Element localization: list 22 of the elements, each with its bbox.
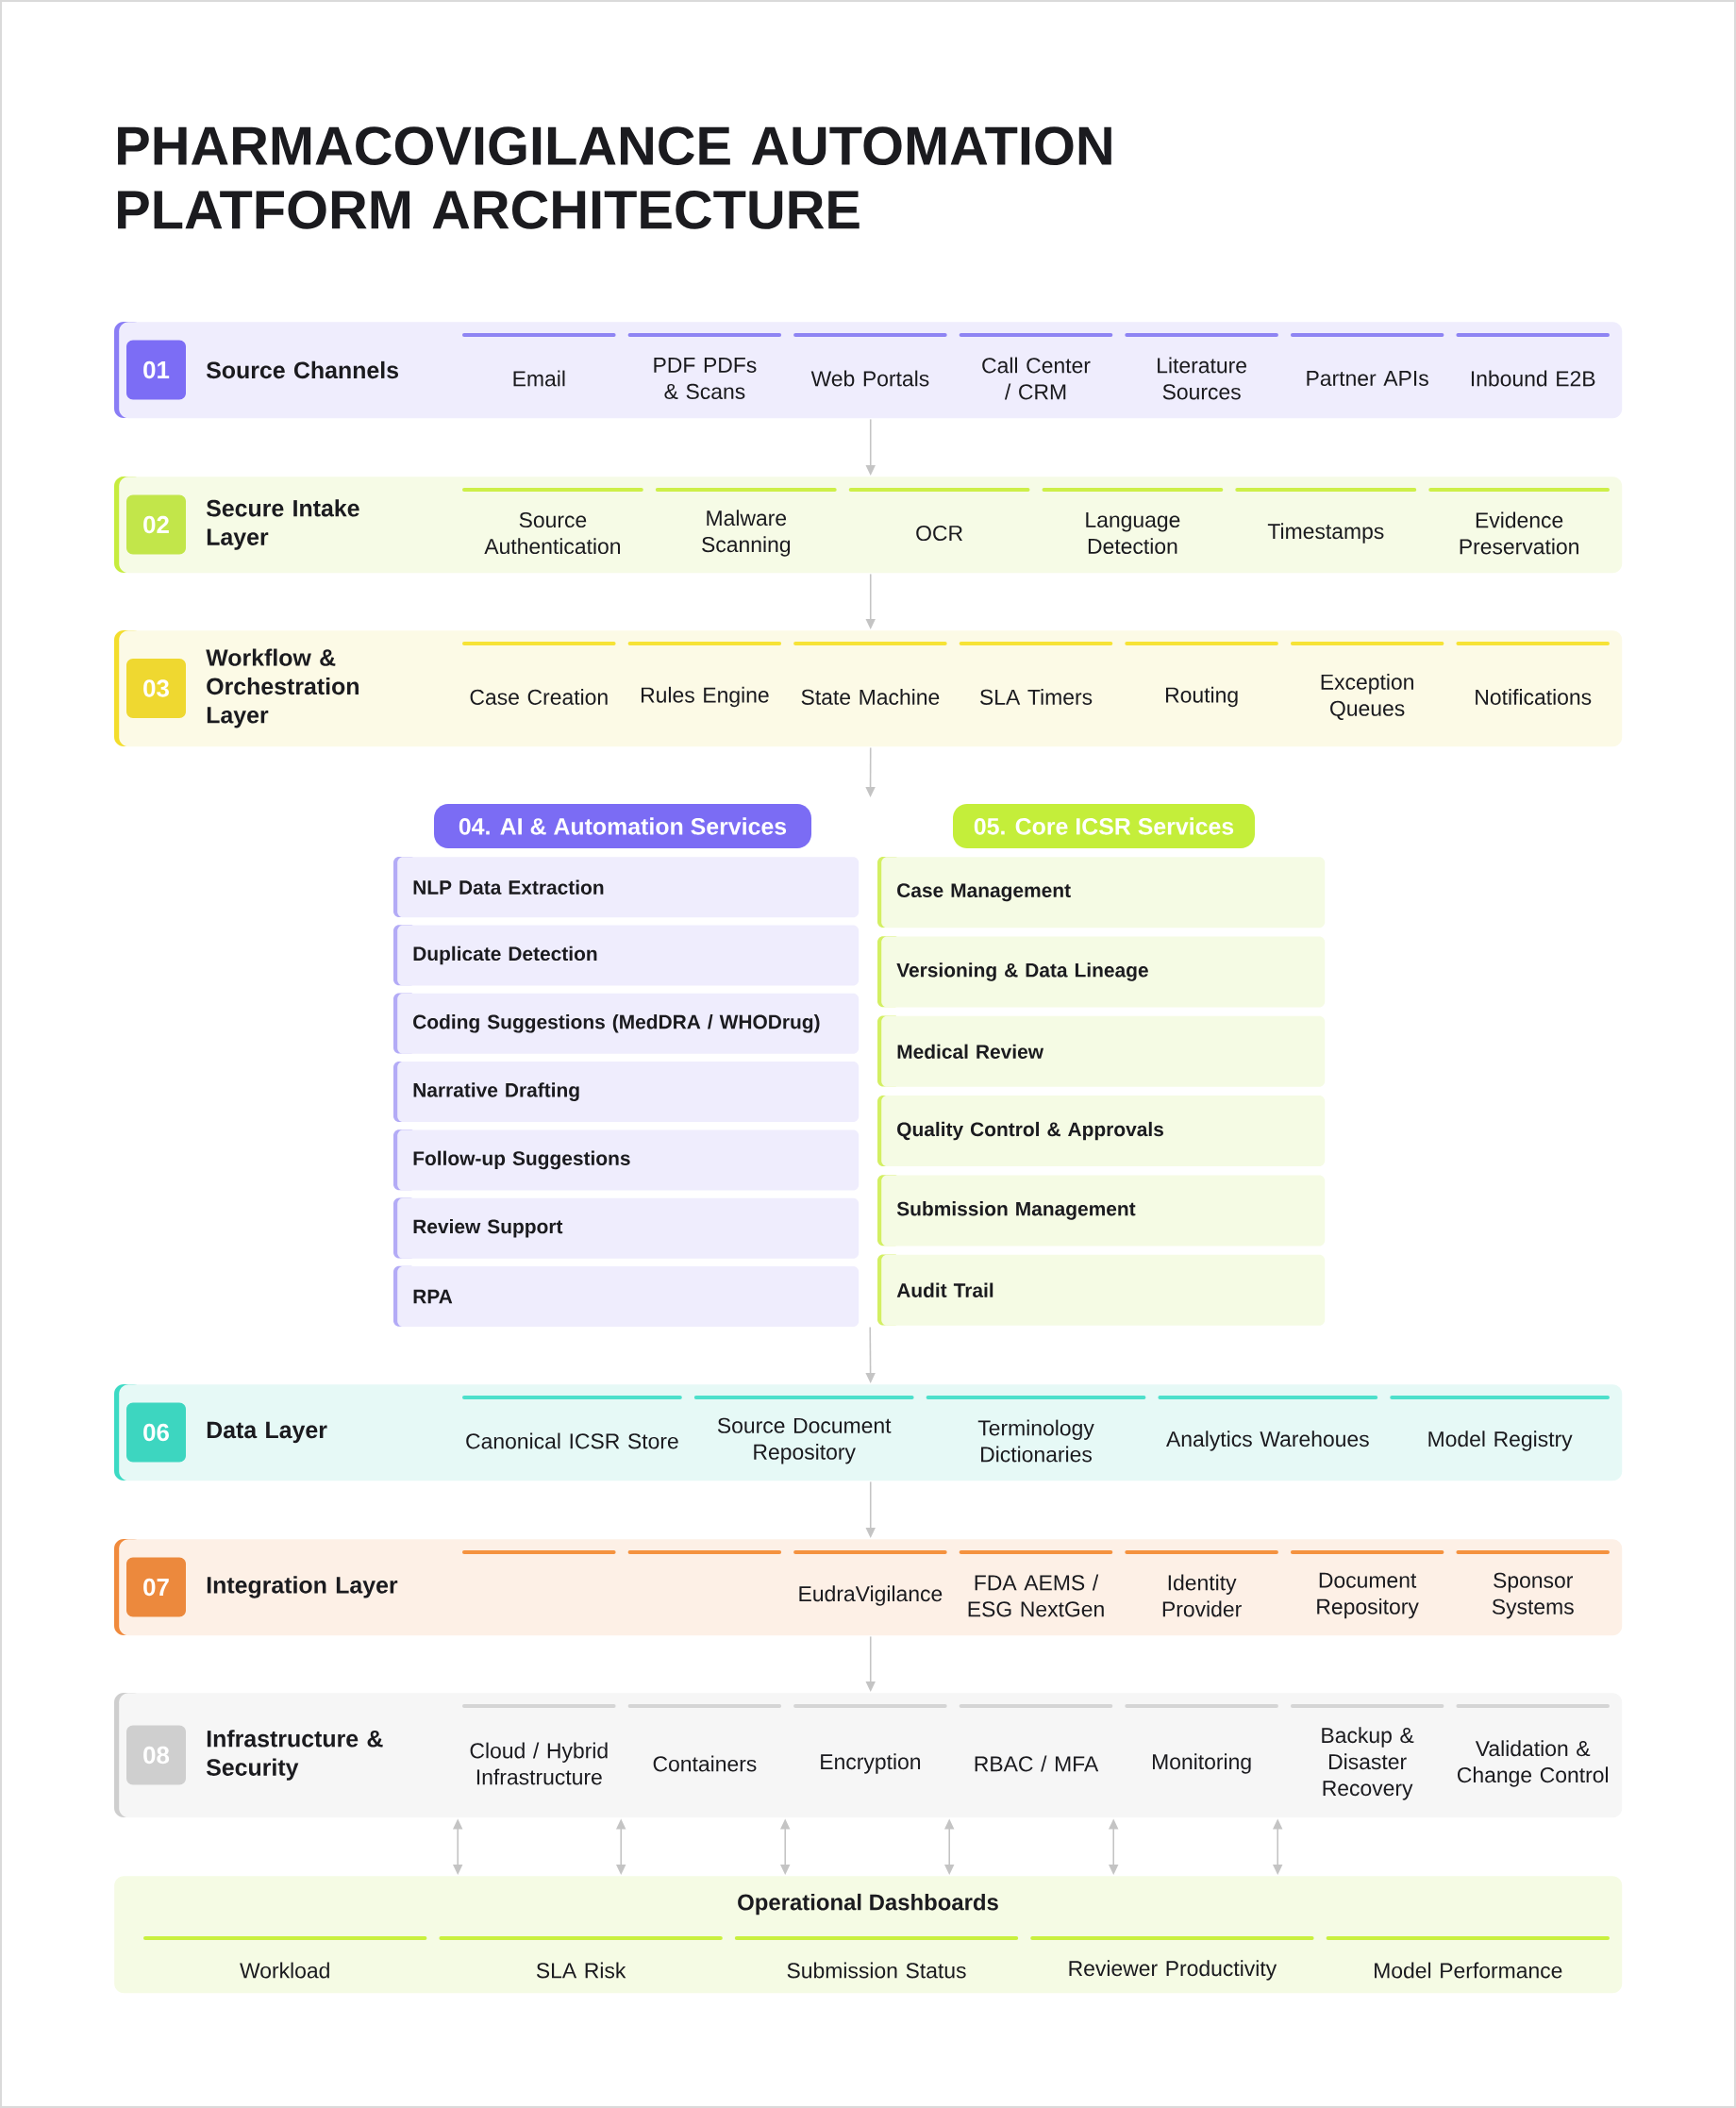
component-tab: Model Performance	[1326, 1936, 1610, 1979]
service-box: Medical Review	[877, 1015, 1326, 1087]
component-tab: Workload	[143, 1936, 427, 1979]
service-box: Audit Trail	[877, 1254, 1326, 1326]
service-box: Submission Management	[877, 1175, 1326, 1246]
service-box: Review Support	[393, 1197, 860, 1259]
service-box: Quality Control & Approvals	[877, 1095, 1326, 1167]
service-box: Duplicate Detection	[393, 925, 860, 986]
service-box: Narrative Drafting	[393, 1061, 860, 1123]
service-box: Case Management	[877, 857, 1326, 929]
component-tab: Submission Status	[734, 1936, 1019, 1979]
section-pill: 04. AI & Automation Services	[434, 804, 811, 848]
service-box: Versioning & Data Lineage	[877, 936, 1326, 1008]
component-tab: SLA Risk	[439, 1936, 723, 1979]
band-title: Operational Dashboards	[738, 1893, 998, 1916]
section-pill: 05. Core ICSR Services	[953, 804, 1255, 848]
service-box: Coding Suggestions (MedDRA / WHODrug)	[393, 993, 860, 1054]
service-box: RPA	[393, 1265, 860, 1327]
service-box: NLP Data Extraction	[393, 857, 860, 918]
title: PHARMACOVIGILANCE AUTOMATION PLATFORM ARCHITECTURE	[118, 126, 1111, 229]
service-box: Follow-up Suggestions	[393, 1129, 860, 1191]
component-tab: Reviewer Productivity	[1030, 1936, 1314, 1981]
